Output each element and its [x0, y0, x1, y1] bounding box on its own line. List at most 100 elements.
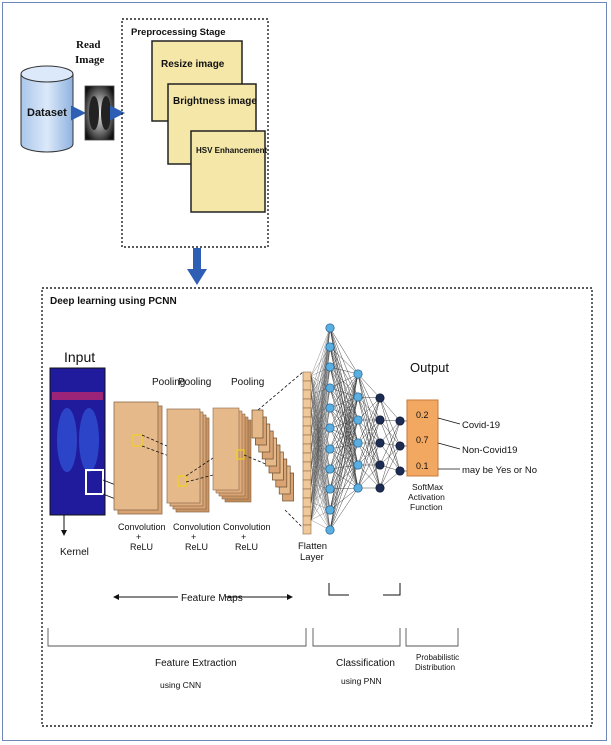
network-edge	[310, 375, 331, 429]
network-edge	[310, 327, 331, 377]
network-edge	[379, 419, 401, 447]
network-edge	[310, 387, 331, 449]
pooling-label-2: Pooling	[178, 377, 211, 388]
softmax-value-1: 0.2	[416, 410, 429, 420]
conv-label-3-c: ReLU	[235, 542, 258, 552]
flatten-cell	[302, 479, 312, 490]
softmax-value-2: 0.7	[416, 435, 429, 445]
section-probabilistic-sub: Distribution	[415, 663, 455, 672]
network-edge	[310, 427, 331, 449]
flatten-cell	[302, 380, 312, 391]
class-pointer-line	[437, 417, 461, 425]
network-edge	[329, 396, 359, 470]
node-layer-1	[325, 323, 335, 333]
network-edge	[310, 327, 331, 395]
network-edge	[329, 373, 359, 429]
network-edge	[329, 407, 359, 444]
network-edge	[329, 427, 359, 444]
network-edge	[329, 387, 359, 466]
network-edge	[329, 387, 359, 421]
flatten-label-a: Flatten	[298, 541, 327, 552]
flatten-cell	[302, 470, 312, 481]
network-edge	[310, 427, 331, 503]
network-edge	[329, 346, 359, 444]
xray-thumbnail	[84, 85, 115, 141]
network-edge	[329, 387, 359, 489]
network-edge	[329, 373, 359, 470]
section-classification-sub: using PNN	[341, 676, 382, 686]
softmax-box	[406, 399, 439, 477]
network-edge	[310, 366, 331, 521]
node-layer-2	[353, 460, 363, 470]
node-layer-3	[375, 460, 385, 470]
network-edge	[329, 366, 359, 489]
network-edge	[379, 397, 401, 472]
network-edge	[329, 373, 359, 490]
node-layer-3	[375, 438, 385, 448]
node-layer-1	[325, 444, 335, 454]
network-edge	[379, 445, 401, 489]
network-edge	[329, 373, 359, 409]
network-edge	[357, 397, 381, 489]
flatten-cell	[302, 515, 312, 526]
softmax-label-c: Function	[410, 502, 443, 512]
network-edge	[329, 396, 359, 511]
flatten-cell	[302, 497, 312, 508]
network-edge	[329, 407, 359, 421]
feature-map-1	[113, 401, 163, 515]
network-edge	[329, 327, 359, 489]
network-edge	[310, 375, 331, 450]
feature-map-4-slice	[251, 409, 264, 439]
preprocessing-box	[121, 18, 269, 248]
conv-label-3-a: Convolution	[223, 522, 271, 532]
network-edge	[329, 366, 359, 444]
softmax-label-a: SoftMax	[412, 482, 444, 492]
flatten-layer	[302, 371, 312, 535]
network-edge	[329, 468, 359, 489]
network-edge	[379, 442, 401, 472]
conv-label-2-a: Convolution	[173, 522, 221, 532]
probabilistic-bracket	[405, 628, 459, 647]
network-edge	[329, 419, 359, 450]
network-edge	[310, 411, 331, 490]
feature-map-4	[251, 409, 294, 502]
flatten-cell	[302, 416, 312, 427]
network-edge	[329, 407, 359, 489]
network-edge	[329, 346, 359, 375]
network-edge	[310, 429, 331, 470]
network-edge	[310, 387, 331, 485]
network-bracket-left	[328, 583, 349, 596]
network-edge	[379, 445, 401, 466]
network-edge	[357, 397, 381, 466]
stage-card-hsv	[190, 130, 266, 213]
conv-label-1-b: +	[136, 532, 141, 542]
node-layer-2	[353, 483, 363, 493]
node-layer-2	[353, 392, 363, 402]
flatten-cell	[302, 488, 312, 499]
network-edge	[379, 420, 401, 466]
network-edge	[329, 396, 359, 450]
network-edge	[310, 407, 331, 485]
network-edge	[329, 442, 359, 531]
network-edge	[310, 366, 331, 449]
network-edge	[310, 375, 331, 409]
network-edge	[379, 420, 401, 444]
network-edge	[379, 420, 401, 489]
network-edge	[310, 468, 331, 521]
network-edge	[310, 448, 331, 521]
network-edge	[329, 327, 359, 466]
network-edge	[310, 448, 331, 503]
network-edge	[329, 487, 359, 511]
softmax-value-3: 0.1	[416, 461, 429, 471]
network-edge	[310, 393, 331, 470]
section-probabilistic: Probabilistic	[416, 653, 459, 662]
network-edge	[310, 427, 331, 467]
classification-bracket	[312, 628, 401, 647]
flatten-cell	[302, 452, 312, 463]
class-pointer-line	[437, 442, 461, 450]
network-edge	[310, 407, 331, 431]
node-layer-3	[375, 393, 385, 403]
feature-maps-label: Feature Maps	[181, 593, 243, 604]
network-edge	[310, 393, 331, 490]
network-edge	[329, 327, 359, 421]
